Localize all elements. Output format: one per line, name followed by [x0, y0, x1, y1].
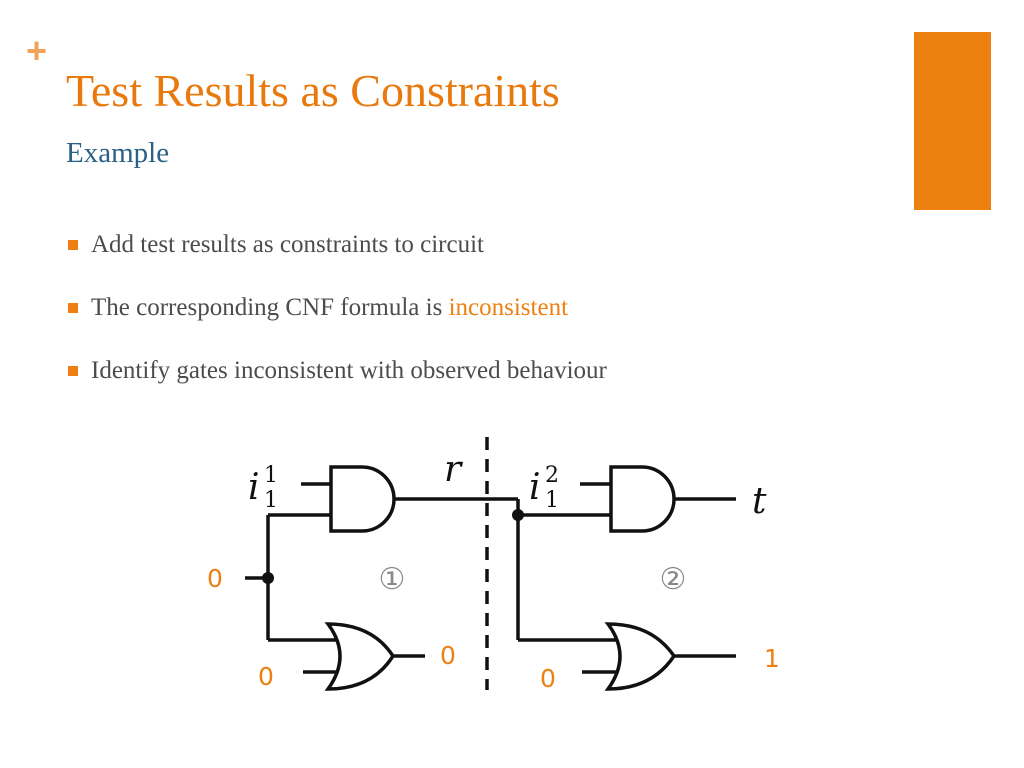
accent-block — [914, 32, 991, 210]
or-gate-right — [604, 622, 677, 691]
bullet-text: Identify gates inconsistent with observe… — [91, 357, 607, 384]
and-gate-left — [329, 465, 396, 533]
left-input-value: 0 — [207, 564, 223, 593]
region-1-marker: ① — [379, 562, 406, 597]
left-or-input-value: 0 — [258, 662, 274, 691]
input-label-right-sub: 1 — [545, 488, 559, 513]
input-label-right-sup: 2 — [545, 463, 559, 488]
slide-subtitle: Example — [66, 137, 170, 169]
input-label-left-base: i — [248, 467, 260, 508]
junction-left — [262, 572, 274, 584]
bullet-text: Add test results as constraints to circu… — [91, 231, 484, 258]
bullet-highlight: inconsistent — [448, 294, 569, 321]
output-t-label: t — [752, 481, 767, 522]
input-label-left-sup: 1 — [264, 463, 278, 488]
bullet-item: Identify gates inconsistent with observe… — [68, 351, 607, 414]
input-label-left-sub: 1 — [264, 488, 278, 513]
wire-r-label: r — [444, 449, 463, 490]
bullet-text: The corresponding CNF formula is — [91, 294, 449, 321]
right-or-input-value: 0 — [540, 664, 556, 693]
plus-icon: + — [26, 30, 48, 71]
bullet-item: The corresponding CNF formula is inconsi… — [68, 288, 607, 351]
or-gate-left — [324, 622, 396, 691]
bullet-item: Add test results as constraints to circu… — [68, 225, 607, 288]
right-or-output-value: 1 — [764, 644, 780, 673]
bullet-square-icon — [68, 240, 78, 250]
region-2-marker: ② — [660, 562, 687, 597]
slide-title: Test Results as Constraints — [66, 65, 560, 116]
bullet-square-icon — [68, 303, 78, 313]
left-or-output-value: 0 — [440, 641, 456, 670]
and-gate-right — [609, 465, 676, 533]
bullet-square-icon — [68, 366, 78, 376]
input-label-right-base: i — [529, 467, 541, 508]
bullet-list: Add test results as constraints to circu… — [68, 225, 607, 414]
